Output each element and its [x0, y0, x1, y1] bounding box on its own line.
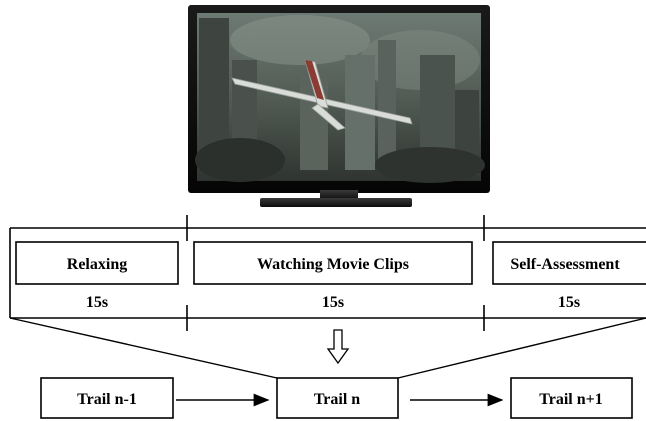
- phase-self-assessment: Self-Assessment 15s: [492, 241, 646, 311]
- trial-n: Trail n: [276, 377, 399, 419]
- phase-label: Watching Movie Clips: [257, 256, 409, 273]
- down-arrow-icon: [326, 329, 350, 365]
- phase-duration: 15s: [86, 294, 108, 311]
- trial-n-plus-1: Trail n+1: [510, 377, 633, 419]
- phase-label: Relaxing: [67, 256, 127, 273]
- trial-label: Trail n+1: [539, 391, 603, 408]
- timeline: [9, 215, 646, 331]
- trial-n-minus-1: Trail n-1: [40, 377, 174, 419]
- phase-label: Self-Assessment: [510, 256, 620, 273]
- trial-label: Trail n: [314, 391, 360, 408]
- phase-watching-movie-clips: Watching Movie Clips 15s: [193, 241, 473, 311]
- phase-duration: 15s: [322, 294, 344, 311]
- trial-label: Trail n-1: [77, 391, 137, 408]
- phase-relaxing: Relaxing 15s: [15, 241, 179, 311]
- expand-lines: [9, 317, 646, 379]
- phase-duration: 15s: [558, 294, 580, 311]
- television-icon: [188, 5, 490, 207]
